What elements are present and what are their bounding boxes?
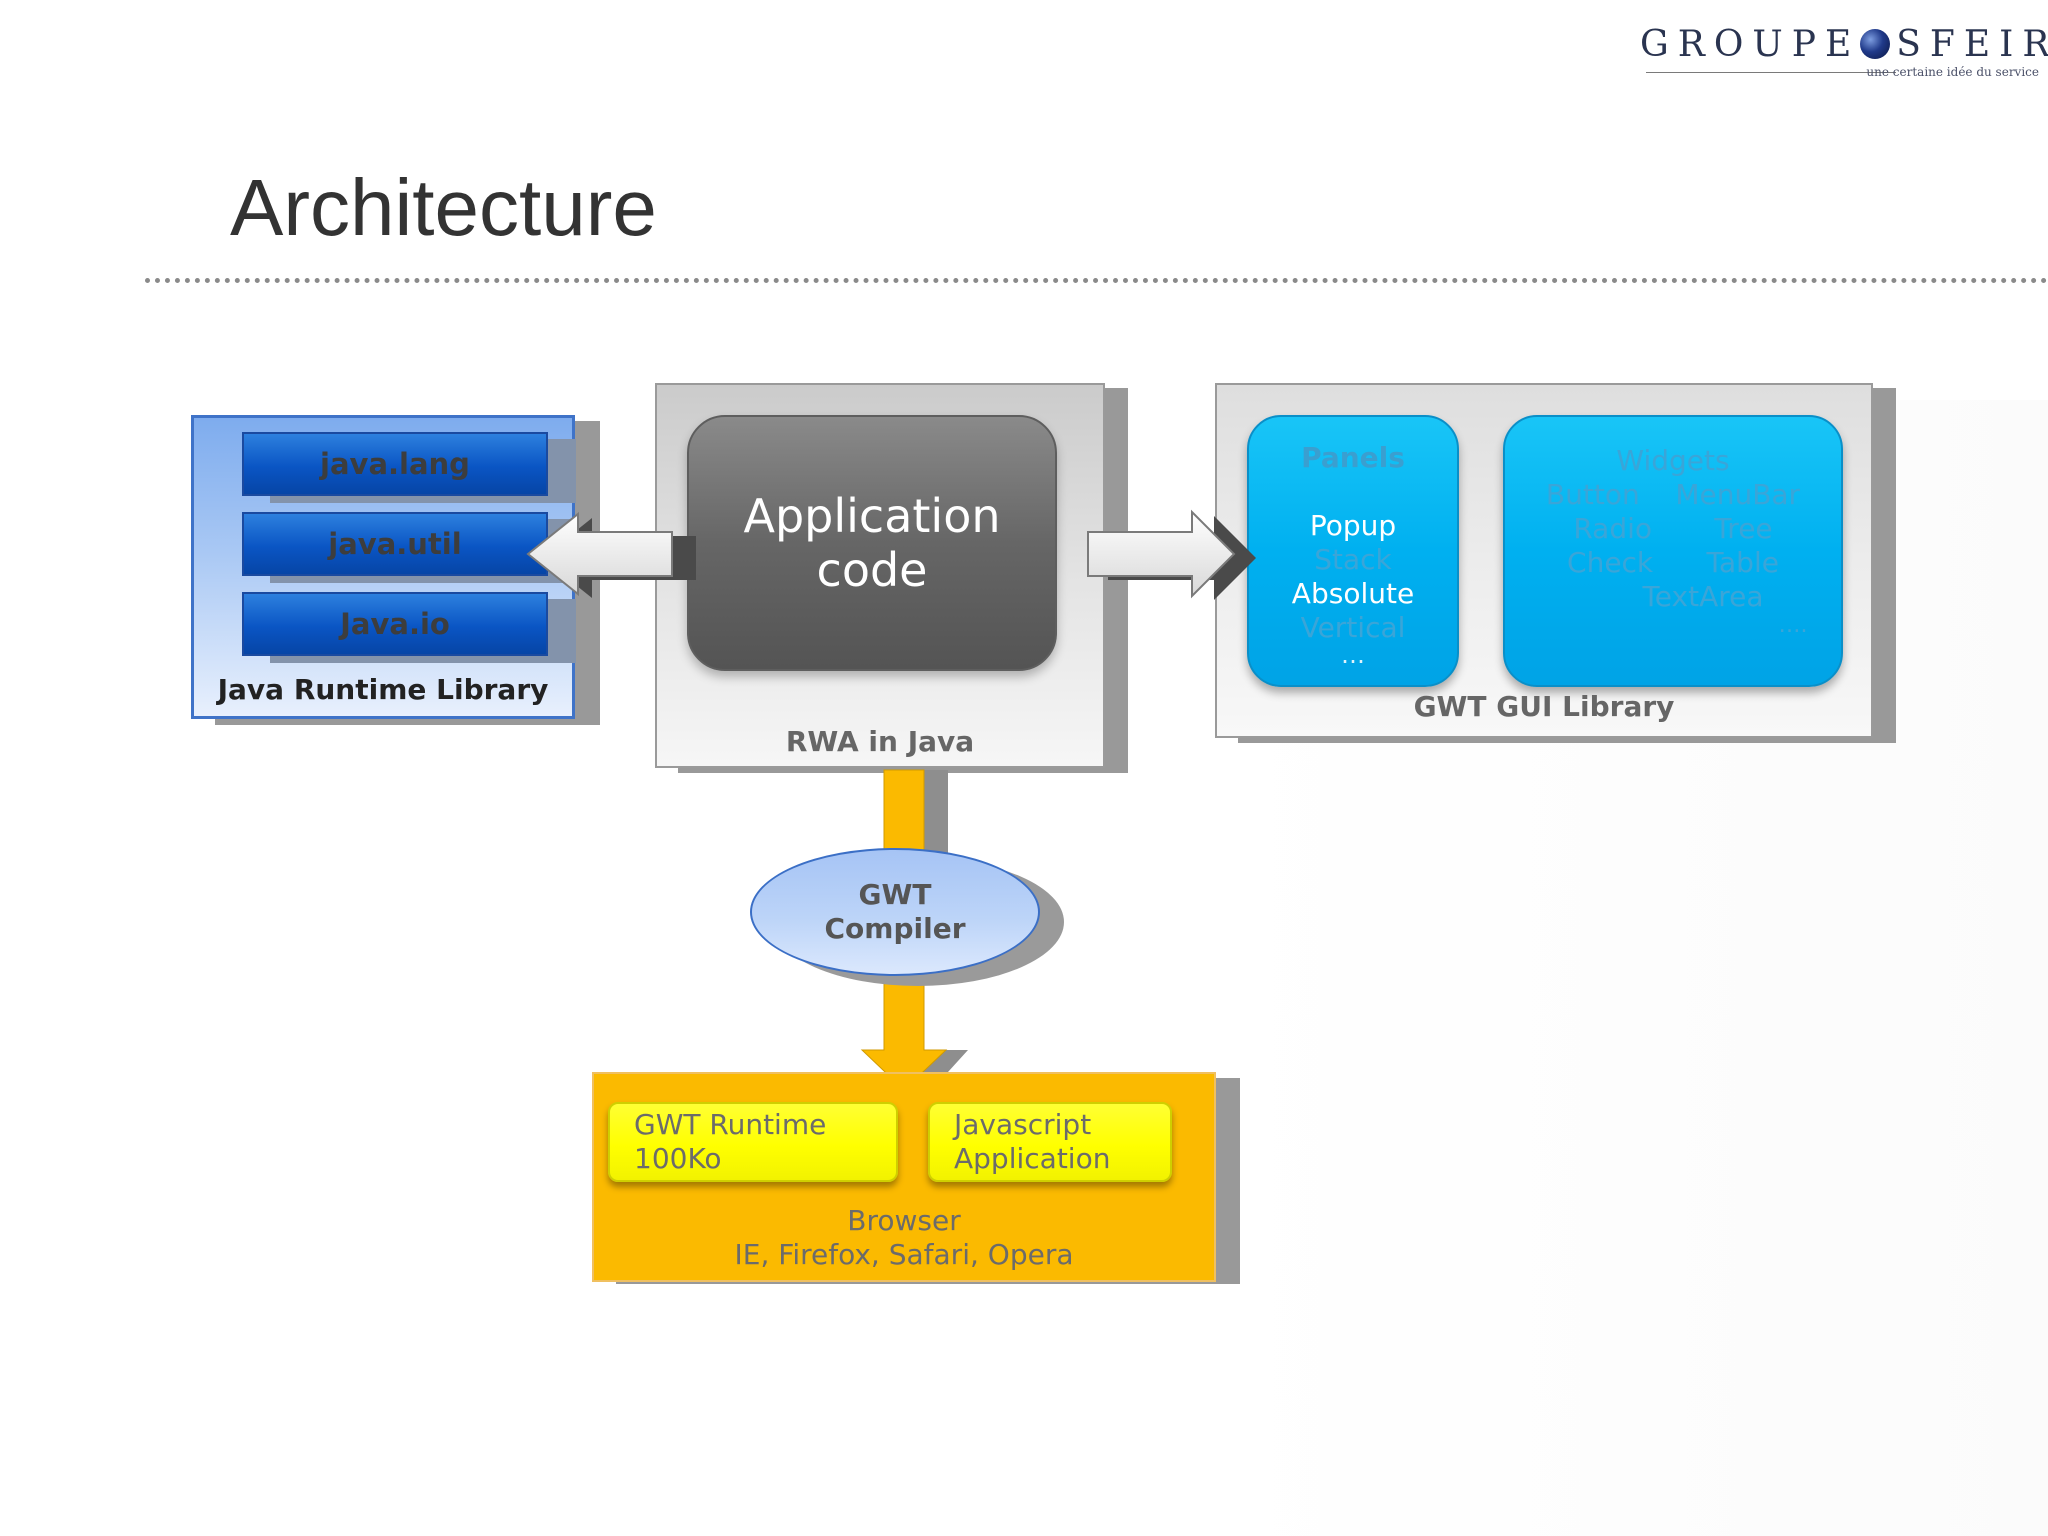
js-app-line2: Application: [954, 1142, 1111, 1175]
logo-text-right: SFEIR: [1896, 24, 2048, 65]
panel-absolute: Absolute: [1291, 577, 1415, 610]
gwt-runtime-card: GWT Runtime 100Ko: [608, 1102, 898, 1182]
package-java-util: java.util: [242, 512, 548, 576]
arrow-left-icon: [526, 511, 696, 598]
widgets-row-2: Radio Tree: [1573, 512, 1773, 545]
browser-label-line1: Browser: [847, 1204, 961, 1237]
java-runtime-library-box: java.lang java.util Java.io Java Runtime…: [191, 415, 576, 719]
title-divider: [145, 278, 2048, 283]
company-logo: GROUPE SFEIR une certaine idée du service: [1640, 22, 2048, 82]
widgets-card: Widgets Button MenuBar Radio Tree Check …: [1503, 415, 1843, 687]
widgets-row-3: Check Table: [1567, 546, 1779, 579]
js-app-line1: Javascript: [954, 1108, 1092, 1141]
globe-orb-icon: [1860, 29, 1891, 59]
panel-vertical: Vertical: [1300, 611, 1406, 644]
gwt-gui-library-box: Panels Popup Stack Absolute Vertical … W…: [1215, 383, 1873, 738]
browser-label: Browser IE, Firefox, Safari, Opera: [594, 1204, 1214, 1272]
app-code-line2: code: [816, 543, 928, 597]
logo-text-left: GROUPE: [1640, 24, 1861, 65]
package-java-lang: java.lang: [242, 432, 548, 496]
browser-box: GWT Runtime 100Ko Javascript Application…: [592, 1072, 1216, 1282]
widgets-more: ….: [1778, 613, 1808, 638]
gwt-compiler-node: GWT Compiler: [750, 848, 1040, 976]
gwt-runtime-line2: 100Ko: [634, 1142, 722, 1175]
package-java-io: Java.io: [242, 592, 548, 656]
widgets-row-4: TextArea: [1642, 580, 1764, 613]
javascript-application-card: Javascript Application: [928, 1102, 1172, 1182]
panel-more: …: [1341, 641, 1365, 669]
browser-label-line2: IE, Firefox, Safari, Opera: [734, 1238, 1074, 1271]
panel-popup: Popup: [1309, 509, 1397, 542]
gwt-runtime-line1: GWT Runtime: [634, 1108, 827, 1141]
widgets-row-1: Button MenuBar: [1545, 478, 1801, 511]
java-runtime-label: Java Runtime Library: [217, 673, 549, 706]
compiler-line2: Compiler: [824, 912, 966, 945]
panels-heading: Panels: [1301, 441, 1405, 474]
arrow-down-icon: [860, 769, 968, 1094]
panel-stack: Stack: [1314, 543, 1392, 576]
arrow-right-icon: [1087, 509, 1256, 600]
panels-card: Panels Popup Stack Absolute Vertical …: [1247, 415, 1459, 687]
logo-tagline: une certaine idée du service: [1866, 65, 2039, 79]
app-code-line1: Application: [743, 489, 1001, 543]
rwa-in-java-box: Application code RWA in Java: [655, 383, 1105, 768]
gui-library-label: GWT GUI Library: [1413, 690, 1675, 723]
rwa-label: RWA in Java: [785, 725, 975, 758]
widgets-heading: Widgets: [1616, 444, 1730, 477]
logo-underline: [1646, 72, 1896, 73]
page-title: Architecture: [230, 163, 657, 252]
compiler-line1: GWT: [858, 878, 932, 911]
logo-wordmark: GROUPE SFEIR: [1640, 24, 2048, 65]
